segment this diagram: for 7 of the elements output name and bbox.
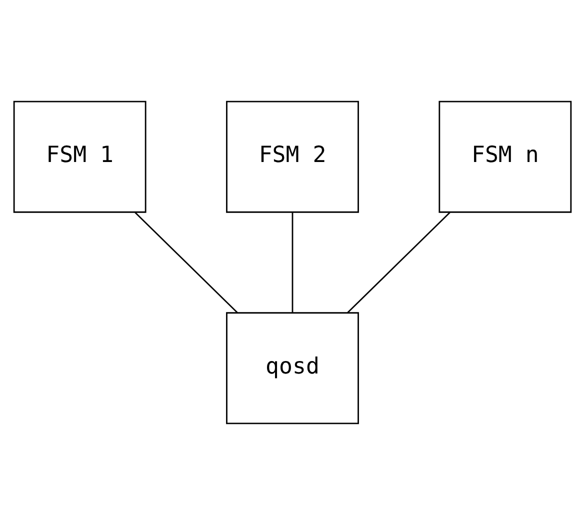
node-box: FSM 2 [226,100,359,213]
connector [347,212,450,314]
connector [292,212,294,313]
connector [134,212,238,314]
node-box: qosd [226,312,359,424]
node-box: FSM 1 [13,100,146,213]
node-box: FSM n [438,100,572,213]
